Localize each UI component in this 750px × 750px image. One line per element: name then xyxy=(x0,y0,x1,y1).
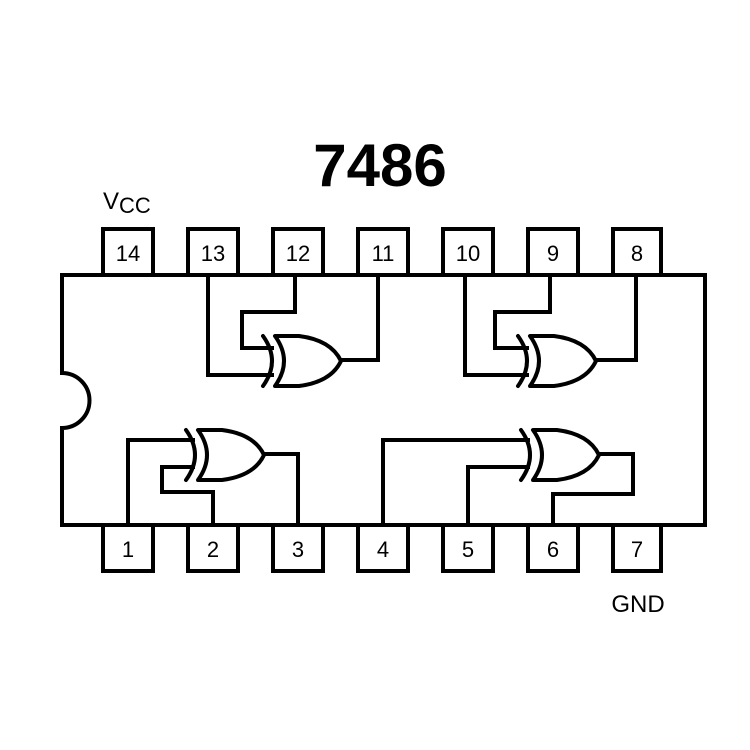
pin-number: 12 xyxy=(286,241,310,266)
pin-8: 8 xyxy=(611,227,663,277)
wire-pin6 xyxy=(551,452,635,527)
chip-title: 7486 xyxy=(313,132,446,199)
pin-7: 7 xyxy=(611,523,663,573)
pin-number: 5 xyxy=(462,537,474,562)
vcc-label-sub: CC xyxy=(119,193,151,218)
pin-number: 8 xyxy=(631,241,643,266)
xor-input-arc xyxy=(519,428,532,482)
pin-13: 13 xyxy=(186,227,240,277)
pin-box xyxy=(526,227,580,277)
pin-number: 10 xyxy=(456,241,480,266)
pin-1: 1 xyxy=(101,523,155,573)
pin-box xyxy=(271,523,325,573)
xor-input-arc xyxy=(184,428,197,482)
pin-number: 9 xyxy=(547,241,559,266)
pin-box xyxy=(271,227,325,277)
pin-14: 14 xyxy=(101,227,155,277)
pin-box xyxy=(186,523,240,573)
wire-pin8 xyxy=(593,273,638,362)
xor-gate-a xyxy=(261,334,343,388)
pin-4: 4 xyxy=(356,523,410,573)
xor-input-arc xyxy=(516,334,529,388)
wire-pin12 xyxy=(240,273,297,350)
pin-3: 3 xyxy=(271,523,325,573)
wire-pin11 xyxy=(338,273,380,362)
pin-number: 7 xyxy=(631,537,643,562)
pin-box xyxy=(101,523,155,573)
xor-gate-c xyxy=(184,428,266,482)
ic-body xyxy=(60,273,707,527)
wire-pin5 xyxy=(466,465,530,527)
wire-pin4 xyxy=(381,438,530,527)
pin-5: 5 xyxy=(441,523,495,573)
wire-pin9 xyxy=(493,273,552,350)
top-pins: 14 13 12 11 10 9 8 xyxy=(101,227,663,277)
wires xyxy=(126,273,638,527)
pin-box xyxy=(101,227,155,277)
wire-pin1 xyxy=(126,438,195,527)
pin-number: 14 xyxy=(116,241,140,266)
wire-pin3 xyxy=(261,452,300,527)
pin-11: 11 xyxy=(356,227,410,277)
xor-body xyxy=(531,428,601,482)
pin-box xyxy=(611,523,663,573)
pin-box xyxy=(441,227,495,277)
xor-body xyxy=(273,334,343,388)
xor-body xyxy=(528,334,598,388)
pin-box xyxy=(186,227,240,277)
pin-number: 13 xyxy=(201,241,225,266)
wire-pin13 xyxy=(206,273,274,377)
pin-9: 9 xyxy=(526,227,580,277)
pin-box xyxy=(526,523,580,573)
pin-10: 10 xyxy=(441,227,495,277)
pin-box xyxy=(356,227,410,277)
vcc-label-main: V xyxy=(103,188,119,215)
pin-box xyxy=(356,523,410,573)
xor-body xyxy=(196,428,266,482)
pin-box xyxy=(611,227,663,277)
pin-2: 2 xyxy=(186,523,240,573)
pin-box xyxy=(441,523,495,573)
pin-number: 1 xyxy=(122,537,134,562)
pin-number: 11 xyxy=(372,241,395,266)
pin-12: 12 xyxy=(271,227,325,277)
xor-gate-d xyxy=(519,428,601,482)
pin-6: 6 xyxy=(526,523,580,573)
pin-number: 6 xyxy=(547,537,559,562)
vcc-label: VCC xyxy=(103,188,151,218)
wire-pin2 xyxy=(160,465,215,527)
xor-input-arc xyxy=(261,334,274,388)
pin-number: 2 xyxy=(207,537,219,562)
pin-number: 4 xyxy=(377,537,389,562)
gnd-label: GND xyxy=(611,591,664,618)
pin-number: 3 xyxy=(292,537,304,562)
xor-gate-b xyxy=(516,334,598,388)
wire-pin10 xyxy=(463,273,529,377)
bottom-pins: 1 2 3 4 5 6 7 xyxy=(101,523,663,573)
